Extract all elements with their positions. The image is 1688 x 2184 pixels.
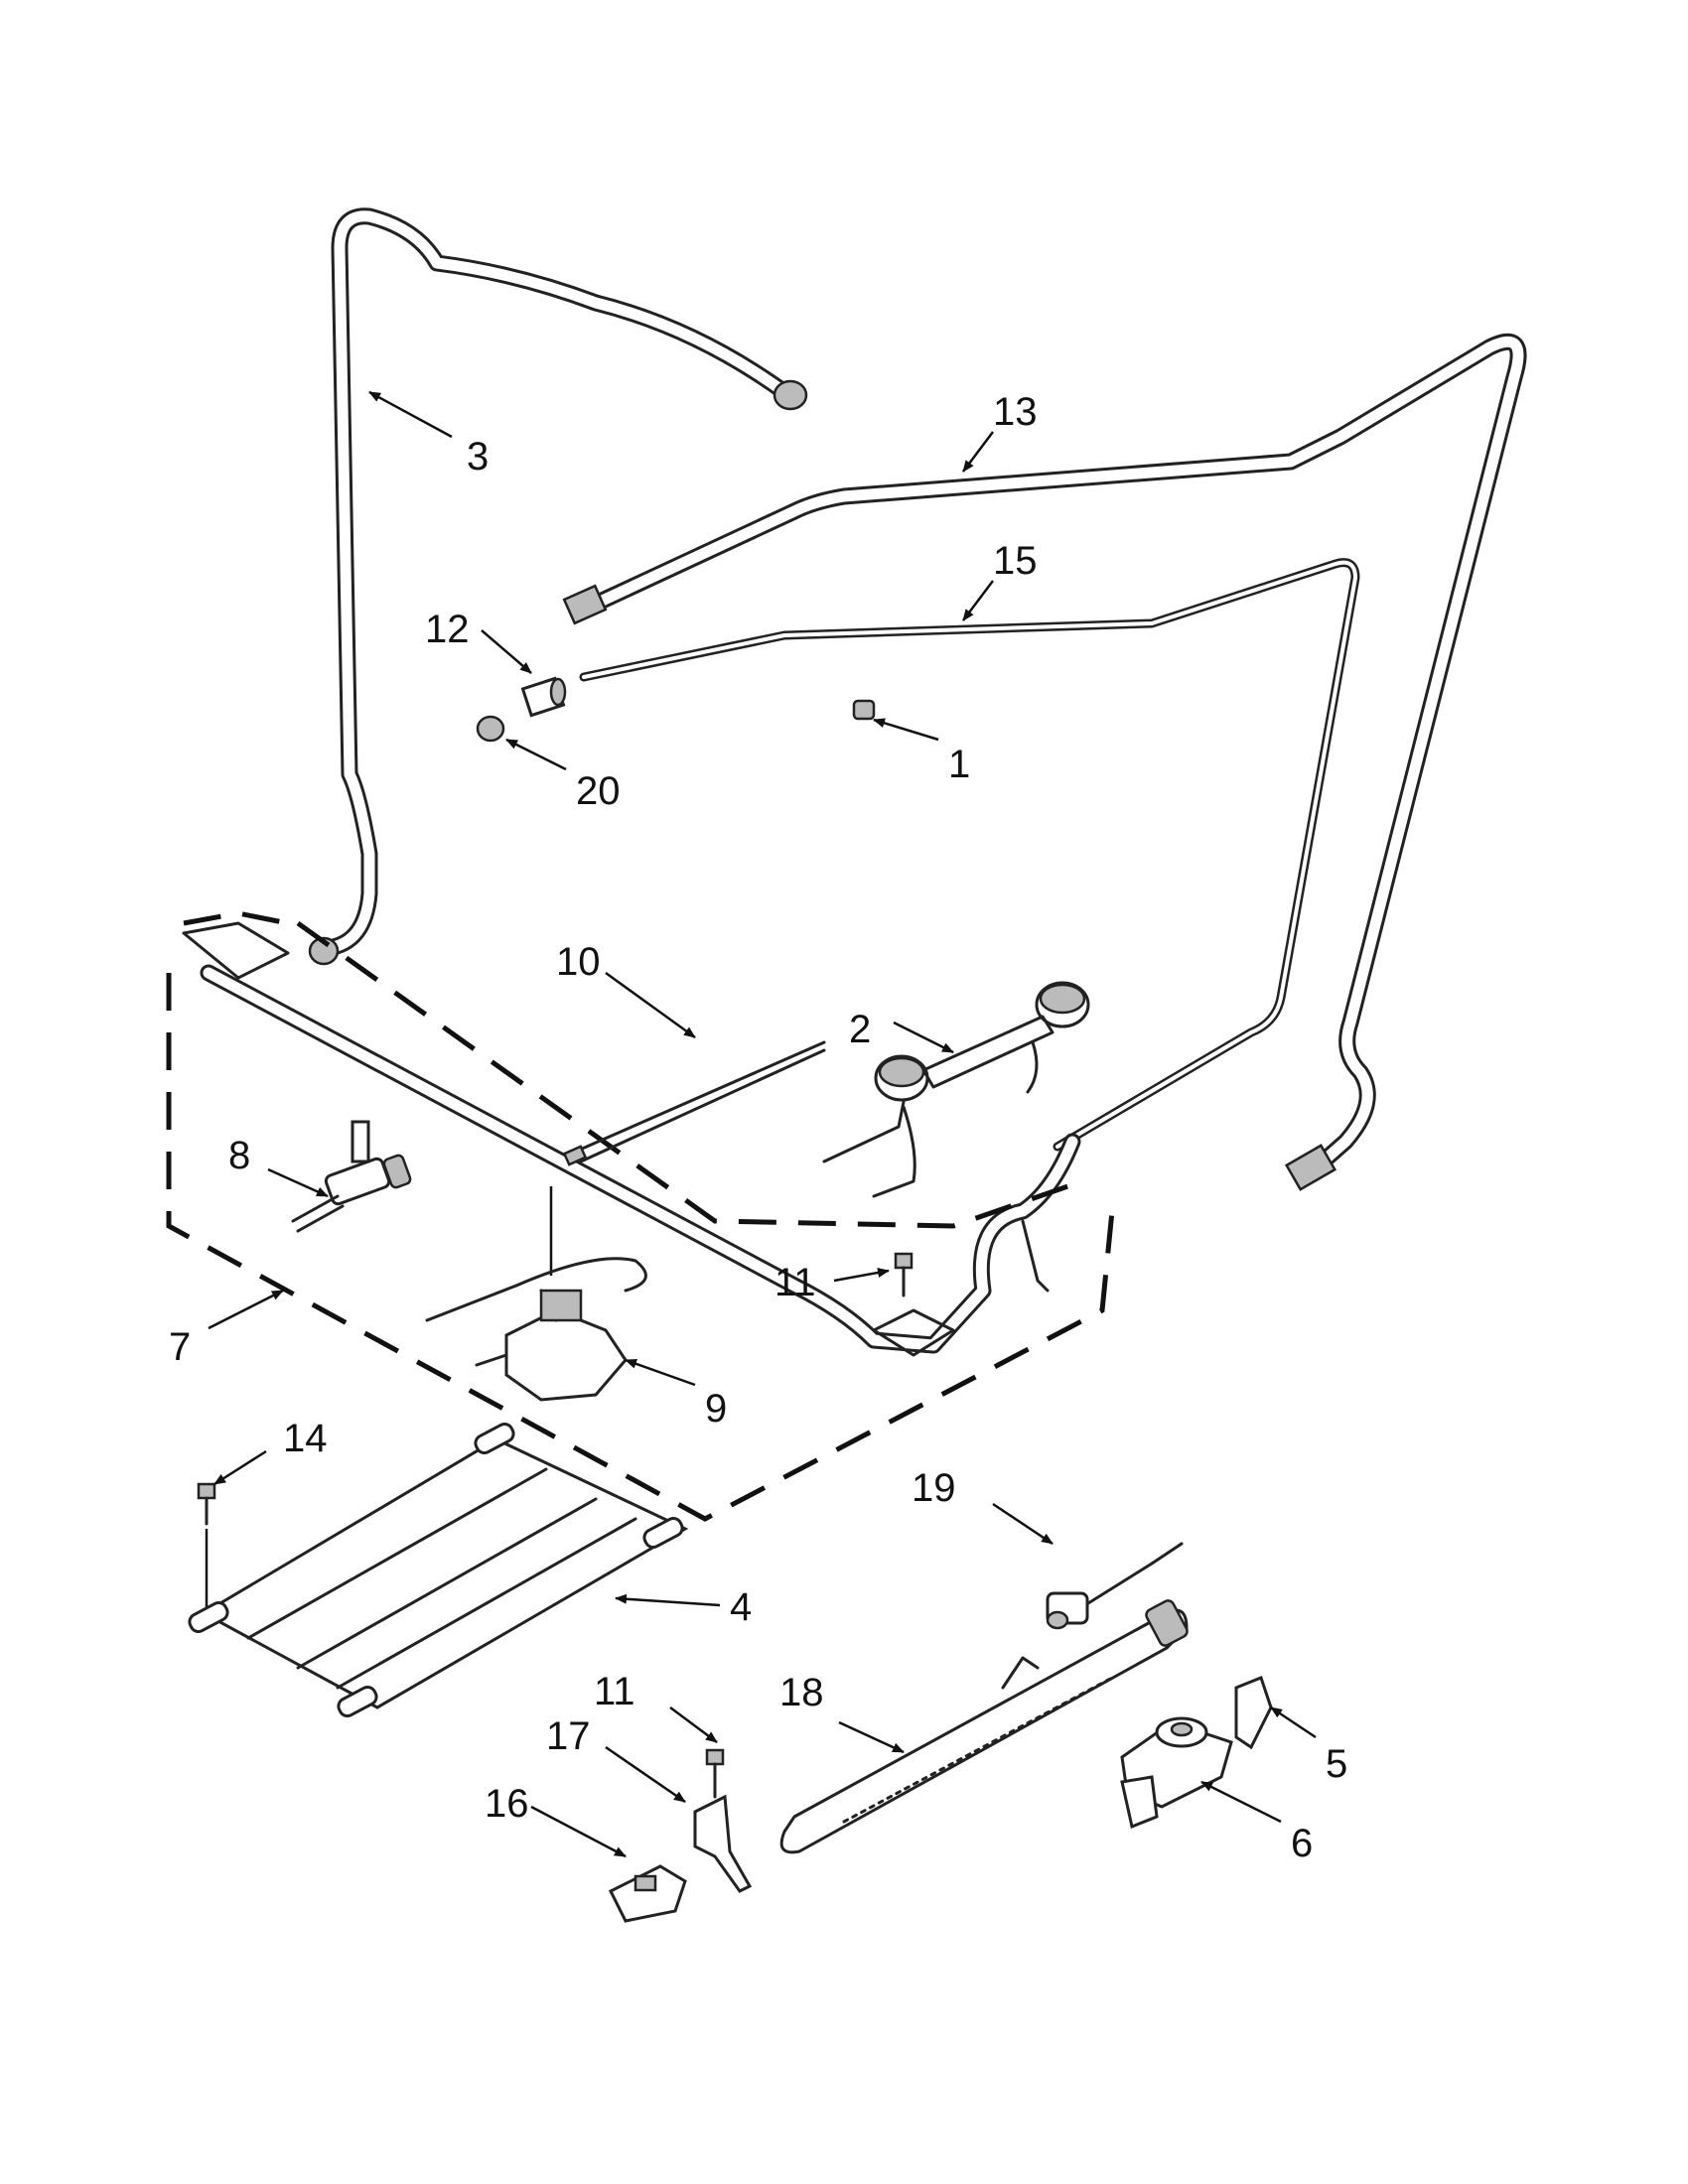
- bracket-5: [1234, 1676, 1273, 1750]
- thermocouple-10: [562, 1040, 826, 1166]
- callout-11-top: 11: [774, 1261, 816, 1304]
- clip-16: [608, 1864, 687, 1923]
- burner-2: [822, 981, 1090, 1198]
- callout-18: 18: [779, 1671, 824, 1714]
- callout-14: 14: [283, 1417, 328, 1460]
- valve-8: [291, 1120, 412, 1233]
- callout-10: 10: [556, 940, 601, 984]
- callout-20: 20: [576, 769, 621, 813]
- callout-5: 5: [1326, 1742, 1347, 1786]
- gas-tube-13: [562, 333, 1527, 1191]
- screw-14: [197, 1482, 216, 1608]
- fitting-12: [520, 676, 567, 718]
- callout-7: 7: [169, 1325, 191, 1369]
- gas-tube-3: [308, 207, 808, 966]
- manifold-pipe: [182, 921, 1081, 1357]
- screw-11-bottom: [705, 1748, 725, 1799]
- callout-9: 9: [705, 1387, 727, 1431]
- callout-6: 6: [1291, 1822, 1313, 1865]
- heat-shield-4: [188, 1422, 689, 1718]
- callout-13: 13: [993, 390, 1038, 434]
- callout-11-bottom: 11: [594, 1670, 635, 1713]
- callout-12: 12: [425, 608, 470, 651]
- callout-16: 16: [485, 1782, 529, 1826]
- callout-17: 17: [546, 1714, 591, 1758]
- callout-4: 4: [730, 1585, 752, 1629]
- callout-15: 15: [993, 539, 1038, 583]
- igniter-19: [1046, 1542, 1184, 1630]
- assembly-outline-7: [166, 910, 1115, 1522]
- callout-8: 8: [228, 1134, 250, 1177]
- callout-3: 3: [467, 435, 489, 478]
- nut-1: [852, 699, 876, 721]
- screw-11-top: [894, 1252, 914, 1297]
- callout-19: 19: [912, 1466, 956, 1510]
- thermostat-9: [425, 1257, 647, 1402]
- callout-2: 2: [849, 1008, 871, 1051]
- bracket-17: [693, 1794, 753, 1893]
- callout-1: 1: [948, 743, 970, 786]
- bake-burner-18: [779, 1599, 1189, 1854]
- plug-20: [476, 715, 505, 743]
- safety-valve-6: [1120, 1716, 1233, 1830]
- callout-labels: 1 2 3 4 5 6 7 8 9 10 11 11 12 13 14 15 1…: [169, 390, 1347, 1865]
- leader-lines: [208, 390, 1317, 1858]
- gas-tube-15: [579, 558, 1360, 1152]
